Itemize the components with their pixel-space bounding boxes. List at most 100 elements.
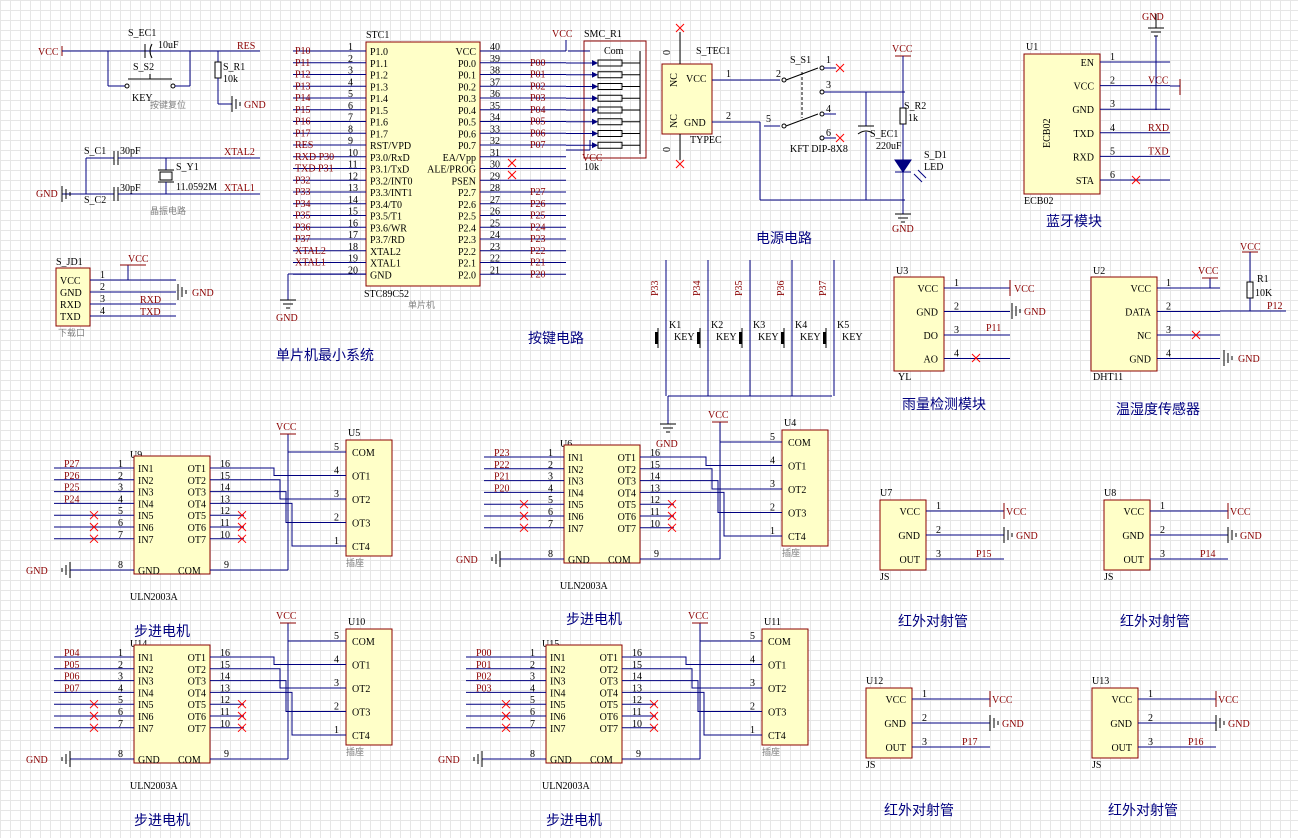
crystal-c1-ref: S_C1 — [84, 146, 106, 157]
mcu-pin-num-39: 39 — [490, 54, 500, 65]
mcu-pin-num-10: 10 — [348, 148, 358, 159]
key-ref-k1: K1 — [669, 320, 681, 331]
crystal-c2-ref: S_C2 — [84, 195, 106, 206]
mcu-net-right-37: P02 — [530, 81, 546, 92]
mcu-net-right-26: P25 — [530, 211, 546, 222]
reset-vcc-label: VCC — [38, 47, 59, 58]
reset-res-ref: S_R1 — [223, 62, 245, 73]
uln-sock-num-2-3: 2 — [334, 702, 339, 713]
uln-out-nc-1-6-b — [667, 523, 677, 533]
mcu-net-right-21: P20 — [530, 269, 546, 280]
key-value-2: KEY — [758, 332, 779, 343]
mcu-net-left-6: P15 — [295, 105, 311, 116]
uln-com-num-3: 9 — [636, 749, 641, 760]
uln-gnd-pin-2: GND — [138, 755, 160, 766]
uln-socket-note-0: 插座 — [346, 557, 364, 568]
mcu-pin-29: PSEN — [452, 176, 476, 187]
pullup-resistor-0 — [597, 59, 623, 67]
ir-gnd-label-3: GND — [1228, 719, 1250, 730]
uln-sock-num-2-1: 4 — [334, 655, 339, 666]
ir-pin-num-1-1: 2 — [1160, 525, 1165, 536]
mcu-pin-27: P2.6 — [458, 200, 476, 211]
uln-value-3: ULN2003A — [542, 781, 591, 792]
uln-in-nc-3-4-b — [501, 699, 511, 709]
uln-out-1-3: OT4 — [618, 488, 636, 499]
power-nc-pin-1: NC — [669, 73, 680, 87]
uln-out-2-0: OT1 — [188, 653, 206, 664]
uln-in-num-3-0: 1 — [530, 648, 535, 659]
mcu-pin-num-1: 1 — [348, 42, 353, 53]
uln-value-2: ULN2003A — [130, 781, 179, 792]
pullup-arrow-6 — [592, 130, 598, 137]
reset-cap-ref: S_EC1 — [128, 28, 156, 39]
key-plunger-0 — [655, 332, 658, 344]
mcu-net-right-39: P00 — [530, 58, 546, 69]
ir-pin-0-2: OUT — [899, 555, 920, 566]
pullup-arrow-5 — [592, 118, 598, 125]
uln-out-1-2: OT3 — [618, 477, 636, 488]
mcu-net-left-11: TXD P31 — [295, 164, 334, 175]
uln-in-3-4: IN5 — [550, 700, 566, 711]
mcu-pin-9: RST/VPD — [370, 141, 411, 152]
mcu-pin-num-38: 38 — [490, 66, 500, 77]
uln-sock-num-1-1: 4 — [770, 456, 775, 467]
ir-value-0: JS — [880, 572, 889, 583]
key-net-p36: P36 — [776, 280, 787, 296]
uln-socket-1 — [345, 439, 393, 557]
uln-socket-3 — [345, 628, 393, 746]
uln-socket-note-3: 插座 — [762, 746, 780, 757]
pullup-arrow-3 — [592, 95, 598, 102]
uln-out-num-3-1: 15 — [632, 660, 642, 671]
uln-out-num-0-2: 14 — [220, 483, 230, 494]
mcu-pin-num-37: 37 — [490, 77, 500, 88]
key-ref-k3: K3 — [753, 320, 765, 331]
mcu-pin-37: P0.2 — [458, 82, 476, 93]
uln-block-4: U15IN11OT116P00IN22OT215P01IN33OT314P02I… — [438, 611, 809, 792]
mcu-pin-num-11: 11 — [348, 160, 358, 171]
ir-net-p17: P17 — [962, 737, 978, 748]
uln-out-0-3: OT4 — [188, 499, 206, 510]
dht-res-value: 10K — [1255, 288, 1273, 299]
ir-pin-num-1-2: 3 — [1160, 549, 1165, 560]
key-ref-k4: K4 — [795, 320, 807, 331]
uln-sock-wire-0-3 — [244, 491, 346, 523]
reset-gnd-label: GND — [244, 100, 266, 111]
uln-in-0-5: IN6 — [138, 523, 154, 534]
dht-pin-num-2: 2 — [1166, 302, 1171, 313]
mcu-net-right-35: P04 — [530, 105, 546, 116]
mcu-pin-num-9: 9 — [348, 136, 353, 147]
uln-out-num-1-2: 14 — [650, 472, 660, 483]
caption-temp: 温湿度传感器 — [1116, 401, 1200, 418]
mcu-net-right-28: P27 — [530, 187, 546, 198]
bt-body-text: ECB02 — [1042, 119, 1053, 148]
ir-pin-3-1: GND — [1110, 719, 1132, 730]
uln-sock-wire-1-4 — [674, 491, 782, 537]
uln-socket-ref-u10: U10 — [348, 617, 365, 628]
ir-pin-num-0-1: 2 — [936, 525, 941, 536]
uln-out-nc-0-6-b — [237, 534, 247, 544]
uln-out-num-2-3: 13 — [220, 683, 230, 694]
rain-vcc-label: VCC — [1014, 284, 1035, 295]
download-pin-rxd: RXD — [60, 300, 81, 311]
uln-in-num-0-3: 4 — [118, 494, 123, 505]
uln-out-nc-3-4-b — [649, 699, 659, 709]
pullup-arrow-4 — [592, 107, 598, 113]
uln-out-nc-0-5-b — [237, 522, 247, 532]
caption-keys: 按键电路 — [528, 331, 584, 347]
mcu-pin-num-24: 24 — [490, 230, 500, 241]
mcu-pin-6: P1.5 — [370, 106, 388, 117]
pullup-value: 10k — [584, 162, 599, 173]
uln-sock-pin-1-1: OT1 — [788, 462, 806, 473]
crystal-c2-value: 30pF — [120, 183, 141, 194]
uln-out-1-4: OT5 — [618, 500, 636, 511]
uln-sock-num-1-0: 5 — [770, 432, 775, 443]
uln-in-num-0-2: 3 — [118, 483, 123, 494]
mcu-pin-num-12: 12 — [348, 171, 358, 182]
ir-net-p16: P16 — [1188, 737, 1204, 748]
bt-sta-nc-b — [1131, 175, 1141, 185]
ir-pin-num-3-1: 2 — [1148, 713, 1153, 724]
mcu-net-right-23: P22 — [530, 246, 546, 257]
keys-gnd-label: GND — [656, 439, 678, 450]
mcu-pin-22: P2.1 — [458, 259, 476, 270]
